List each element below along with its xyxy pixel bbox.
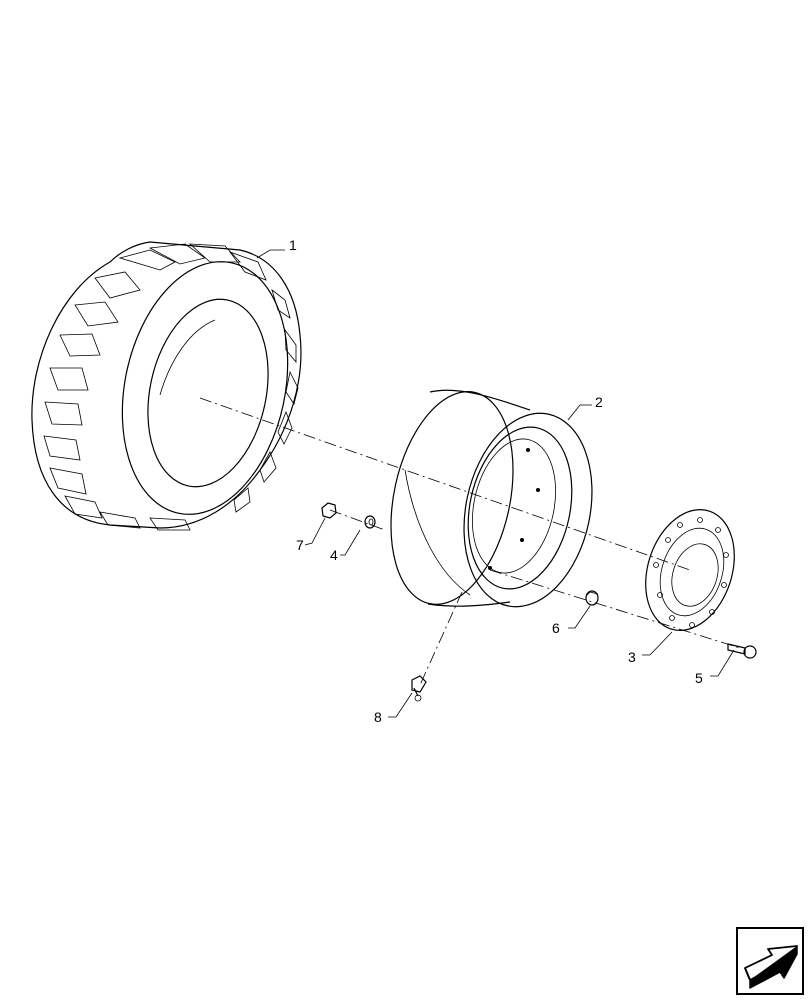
callout-labels: 1 2 3 4 5 6 7 8 bbox=[289, 237, 703, 725]
bolt bbox=[727, 643, 757, 659]
tire bbox=[31, 241, 302, 531]
next-page-arrow-icon[interactable] bbox=[736, 927, 804, 995]
hub-plate bbox=[645, 509, 735, 631]
callout-3: 3 bbox=[628, 649, 636, 665]
callout-7: 7 bbox=[296, 537, 304, 553]
leader-lines bbox=[256, 249, 735, 718]
valve bbox=[411, 675, 427, 702]
callout-4: 4 bbox=[330, 547, 338, 563]
rim bbox=[390, 389, 593, 608]
callout-5: 5 bbox=[695, 670, 703, 686]
callout-6: 6 bbox=[552, 620, 560, 636]
spacer bbox=[585, 590, 599, 606]
callout-2: 2 bbox=[595, 394, 603, 410]
washer bbox=[364, 515, 376, 529]
centerlines bbox=[199, 397, 741, 686]
callout-8: 8 bbox=[374, 709, 382, 725]
callout-1: 1 bbox=[289, 237, 297, 253]
nut bbox=[321, 502, 337, 519]
